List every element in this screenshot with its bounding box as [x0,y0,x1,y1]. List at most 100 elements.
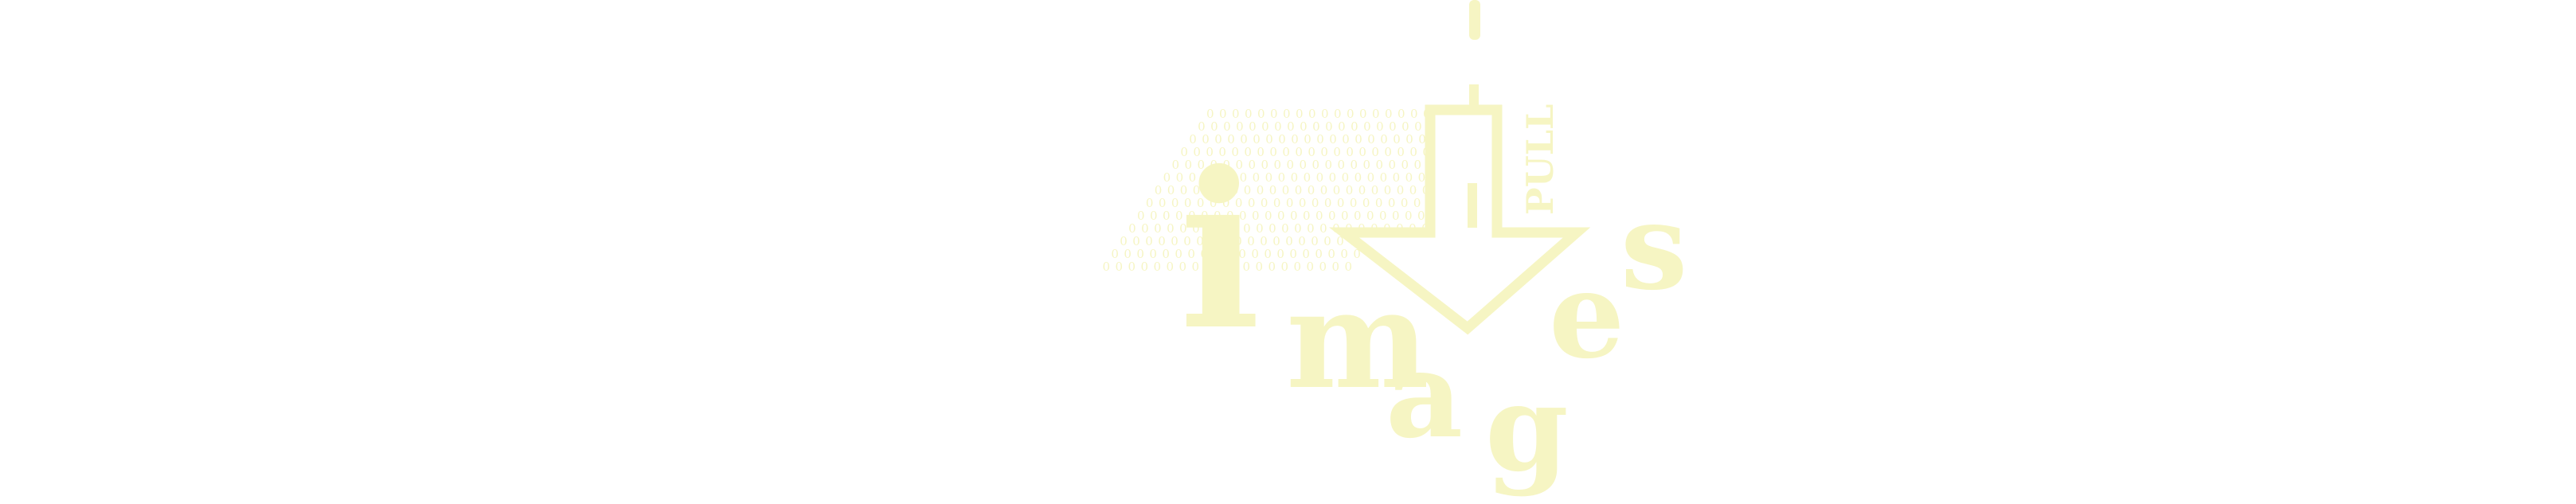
binary-digit: 0 [1260,234,1268,248]
binary-digit: 0 [1367,170,1375,185]
binary-digit: 0 [1300,119,1308,134]
binary-digit: 0 [1218,260,1225,274]
binary-digit: 0 [1334,107,1342,121]
binary-digit: 0 [1141,260,1149,274]
binary-digit: 0 [1243,260,1251,274]
binary-digit: 0 [1261,158,1269,172]
binary-digit: 0 [1128,221,1136,236]
binary-digit: 0 [1265,209,1272,223]
binary-digit: 0 [1291,132,1299,147]
binary-digit: 0 [1296,107,1304,121]
binary-digit: 0 [1336,234,1344,248]
binary-digit: 0 [1210,196,1218,210]
binary-digit: 0 [1197,196,1205,210]
binary-digit: 0 [1270,107,1278,121]
binary-digit: 0 [1363,158,1371,172]
binary-digit: 0 [1281,221,1289,236]
binary-digit: 0 [1162,247,1170,261]
binary-digit: 0 [1409,183,1417,197]
binary-digit: 0 [1154,260,1162,274]
binary-digit: 0 [1320,145,1328,159]
binary-digit: 0 [1171,196,1179,210]
binary-digit: 0 [1393,132,1401,147]
binary-digit: 0 [1218,183,1226,197]
binary-digit: 0 [1253,132,1261,147]
binary-digit: 0 [1338,119,1346,134]
binary-digit: 0 [1304,170,1311,185]
binary-digit: 0 [1307,221,1315,236]
binary-digit: 0 [1198,119,1206,134]
binary-digit: 0 [1209,234,1217,248]
binary-digit: 0 [1418,170,1426,185]
binary-digit: 0 [1410,107,1418,121]
binary-digit: 0 [1324,196,1332,210]
binary-digit: 0 [1193,145,1201,159]
binary-digit: 0 [1219,107,1227,121]
binary-digit: 0 [1389,119,1397,134]
binary-digit: 0 [1371,145,1379,159]
binary-digit: 0 [1187,247,1195,261]
binary-digit: 0 [1136,247,1144,261]
binary-digit: 0 [1132,234,1140,248]
binary-digit: 0 [1269,145,1277,159]
binary-digit: 0 [1116,260,1124,274]
binary-digit: 0 [1278,132,1286,147]
binary-digit: 0 [1167,221,1175,236]
binary-digit: 0 [1253,170,1261,185]
binary-digit: 0 [1375,196,1383,210]
binary-digit: 0 [1319,260,1327,274]
binary-digit: 0 [1227,170,1235,185]
binary-digit: 0 [1315,209,1323,223]
binary-digit: 0 [1218,221,1225,236]
binary-digit: 0 [1223,158,1231,172]
binary-digit: 0 [1304,132,1311,147]
binary-digit: 0 [1163,170,1171,185]
binary-digit: 0 [1154,221,1162,236]
letter-g: g [1485,358,1569,498]
binary-digit: 0 [1282,183,1290,197]
binary-digit: 0 [1234,234,1242,248]
binary-digit: 0 [1248,196,1256,210]
binary-digit: 0 [1294,260,1302,274]
binary-digit: 0 [1307,260,1315,274]
binary-digit: 0 [1192,221,1200,236]
binary-digit: 0 [1210,119,1218,134]
binary-digit: 0 [1155,183,1163,197]
binary-digit: 0 [1171,234,1179,248]
binary-digit: 0 [1159,196,1167,210]
binary-digit: 0 [1354,170,1362,185]
binary-digit: 0 [1206,183,1214,197]
binary-digit: 0 [1333,145,1341,159]
binary-digit: 0 [1393,170,1401,185]
binary-digit: 0 [1340,247,1348,261]
binary-digit: 0 [1146,196,1154,210]
binary-digit: 0 [1295,183,1303,197]
binary-digit: 0 [1325,158,1333,172]
binary-digit: 0 [1409,145,1417,159]
binary-digit: 0 [1338,158,1346,172]
binary-digit: 0 [1247,234,1255,248]
binary-digit: 0 [1249,119,1257,134]
binary-digit: 0 [1180,145,1188,159]
binary-digit: 0 [1240,170,1248,185]
binary-digit: 0 [1244,145,1252,159]
binary-digit: 0 [1251,247,1259,261]
binary-digit: 0 [1236,119,1244,134]
binary-digit: 0 [1342,132,1350,147]
binary-digit: 0 [1285,234,1293,248]
binary-digit: 0 [1298,234,1306,248]
binary-digit: 0 [1380,132,1388,147]
binary-digit: 0 [1201,209,1209,223]
binary-digit: 0 [1397,145,1405,159]
binary-digit: 0 [1346,183,1354,197]
binary-digit: 0 [1287,119,1295,134]
binary-digit: 0 [1185,158,1193,172]
binary-digit: 0 [1353,247,1361,261]
binary-digit: 0 [1376,119,1384,134]
binary-digit: 0 [1202,170,1210,185]
binary-digit: 0 [1405,170,1413,185]
binary-digit: 0 [1249,158,1257,172]
binary-digit: 0 [1236,158,1244,172]
binary-digit: 0 [1286,196,1294,210]
binary-digit: 0 [1358,145,1366,159]
